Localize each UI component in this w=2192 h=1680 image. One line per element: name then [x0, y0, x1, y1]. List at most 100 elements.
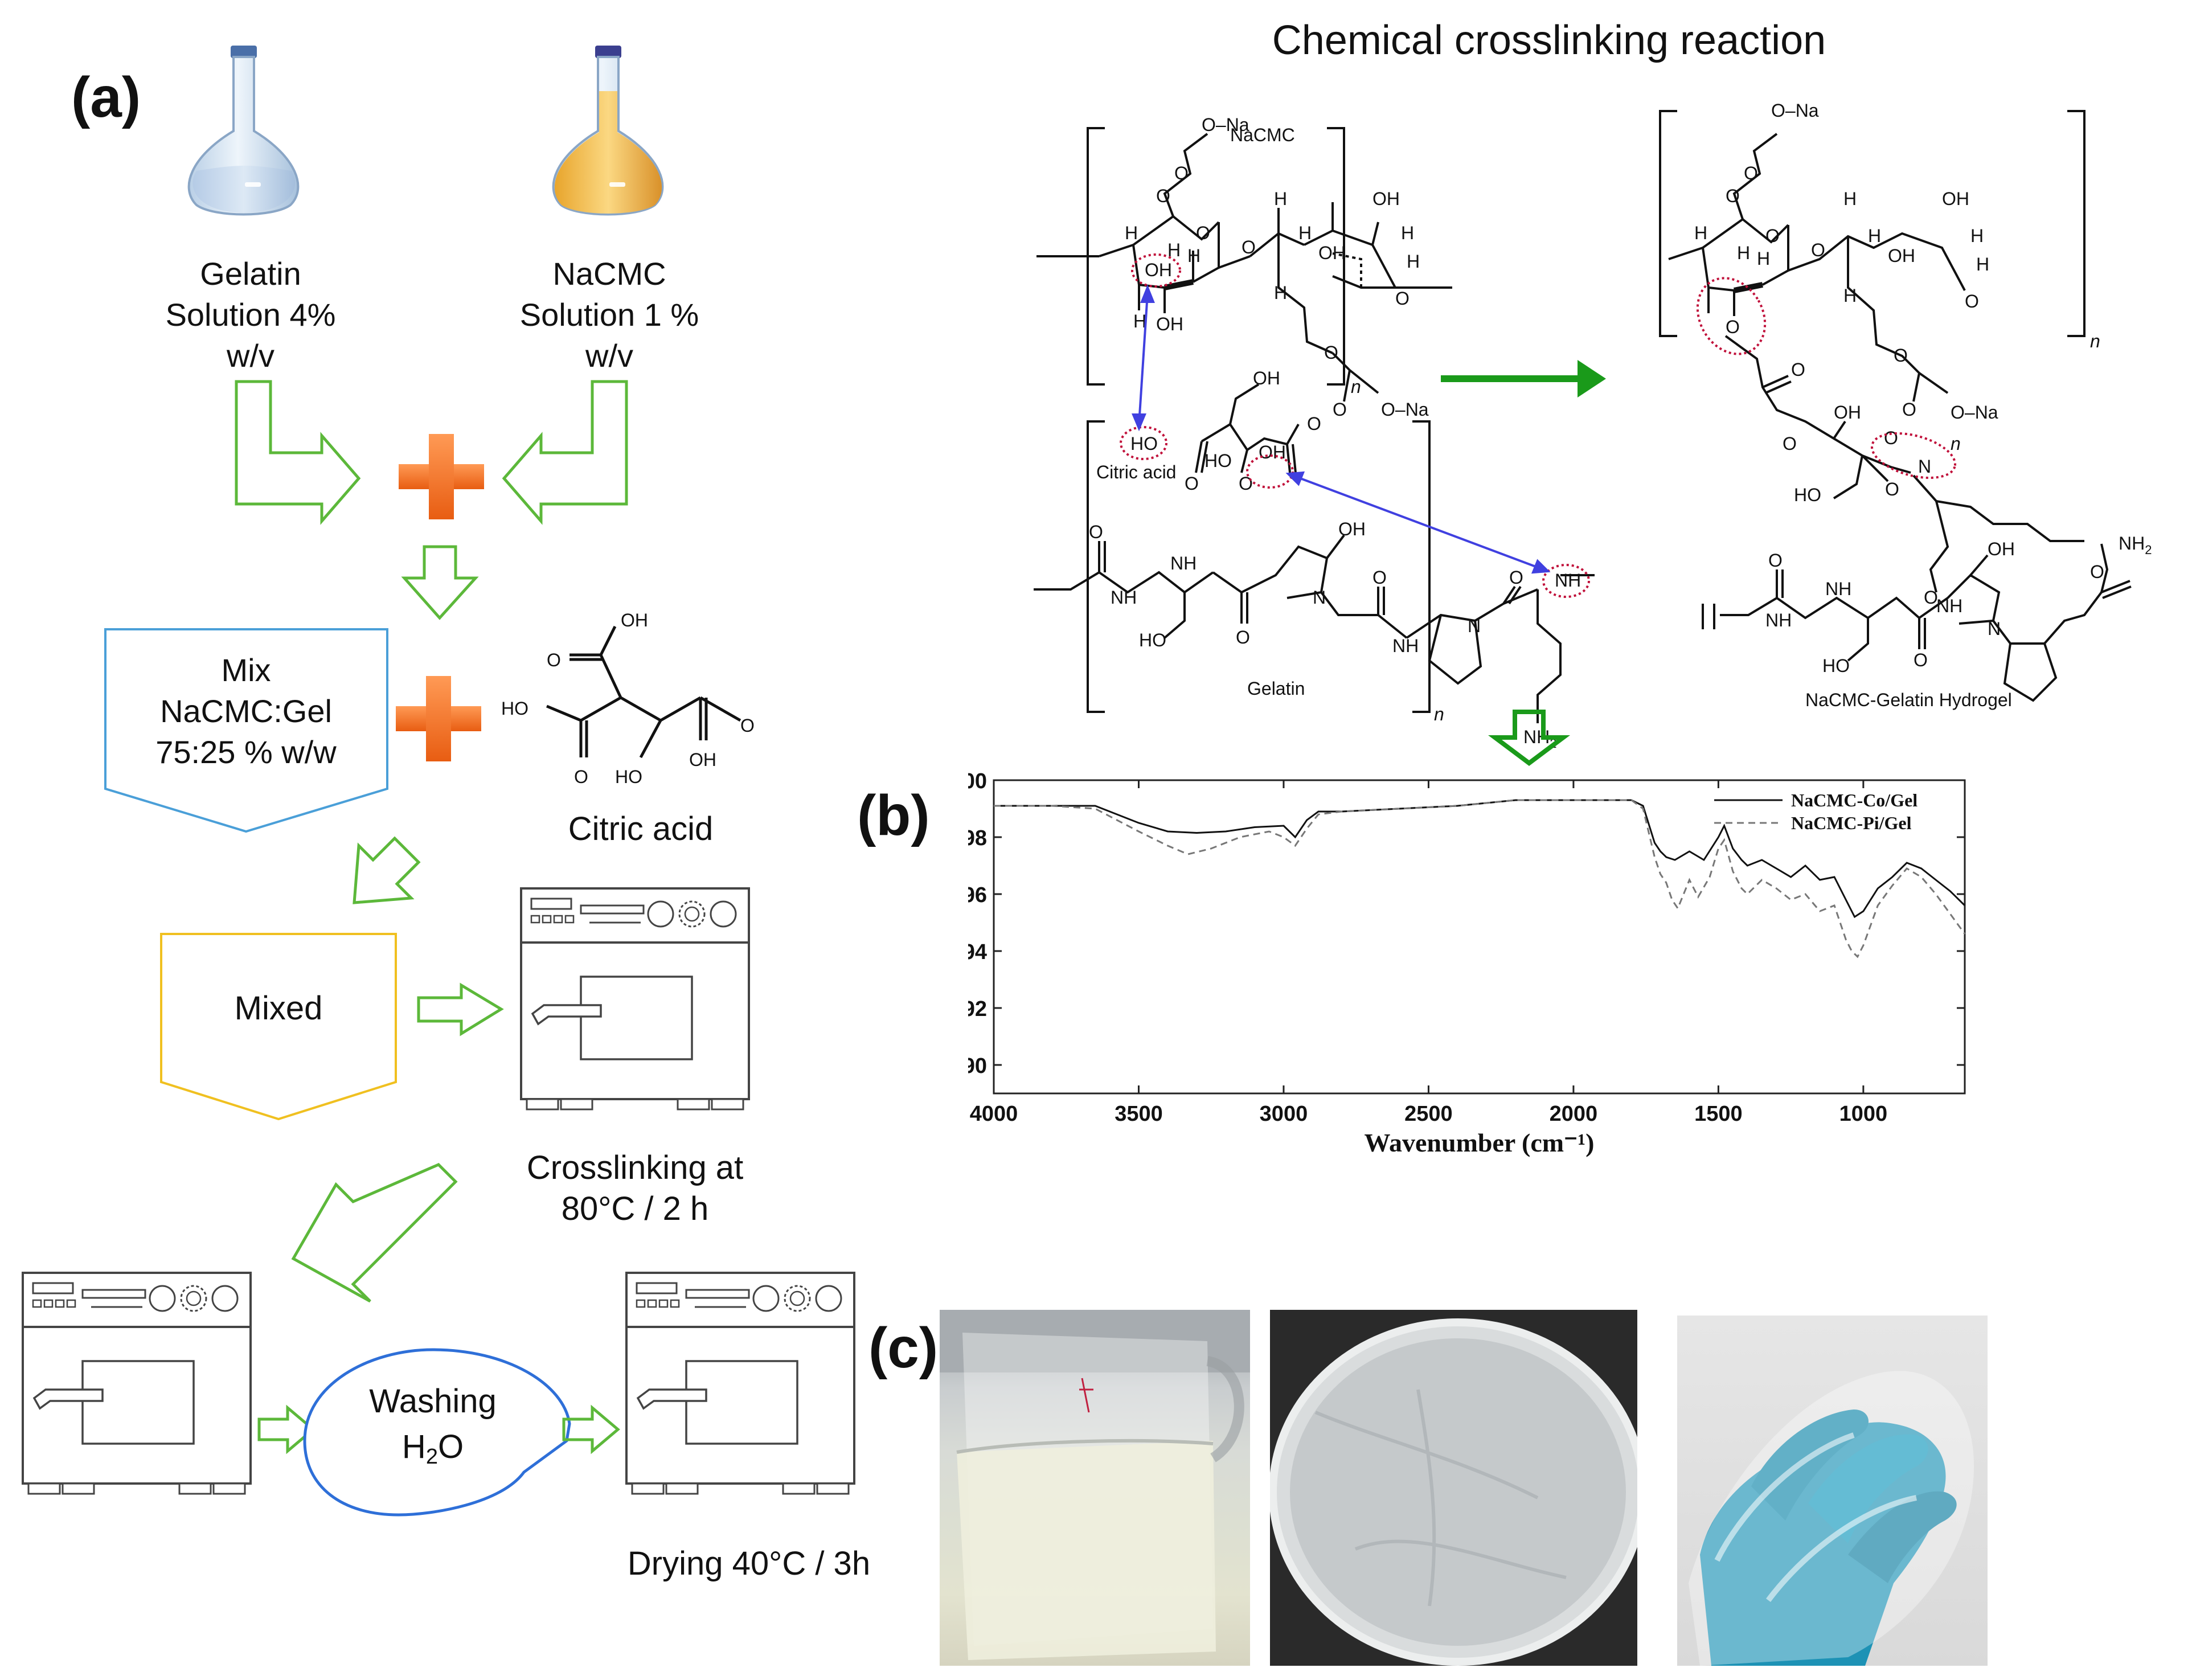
series-line-0 [994, 799, 1966, 919]
svg-text:NH: NH [1170, 553, 1197, 573]
citric-o-left: O [574, 767, 588, 787]
svg-text:O: O [1242, 237, 1256, 257]
hydrogel-label: NaCMC-Gelatin Hydrogel [1805, 690, 2012, 710]
oven1-caption-line1: Crosslinking at [527, 1149, 743, 1186]
nacmc-flask-icon [552, 46, 664, 216]
svg-text:O: O [1372, 567, 1387, 588]
svg-text:O: O [1307, 413, 1321, 434]
nacmc-label: NaCMC [1230, 125, 1295, 145]
svg-text:O: O [1884, 428, 1898, 448]
panel-b-label: (b) [857, 784, 930, 847]
svg-text:O: O [1726, 317, 1740, 337]
svg-text:H: H [1125, 223, 1138, 243]
oven1-caption-line2: 80°C / 2 h [562, 1190, 709, 1227]
svg-text:N: N [1918, 456, 1931, 477]
diagonal-arrow-icon [353, 836, 421, 904]
citric-oh-top: OH [621, 610, 648, 630]
photo-beaker-gel [940, 1310, 1250, 1666]
x-tick-label: 2500 [1404, 1102, 1453, 1126]
svg-text:O: O [1744, 163, 1758, 183]
svg-text:OH: OH [1145, 260, 1172, 280]
hydrogel-n-top: n [2090, 331, 2100, 351]
svg-text:N: N [1468, 616, 1481, 636]
reaction-arrow-icon [1441, 360, 1606, 398]
small-right-arrow-icon [257, 1404, 316, 1454]
svg-text:OH: OH [1988, 539, 2015, 559]
x-tick-label: 1000 [1839, 1102, 1888, 1126]
washing-line2: H2O [402, 1428, 464, 1469]
legend-label-1: NaCMC-Pi/Gel [1791, 813, 1912, 833]
svg-text:O–Na: O–Na [1951, 402, 1998, 423]
elbow-arrow-left-icon [235, 380, 361, 525]
svg-text:O–Na: O–Na [1202, 114, 1249, 135]
highlight-oh-1 [1131, 253, 1181, 288]
svg-text:O: O [1726, 186, 1740, 206]
washing-bubble [303, 1348, 571, 1517]
mixed-box [160, 933, 397, 1121]
svg-text:O: O [1765, 226, 1780, 246]
highlight-ester-1 [1696, 277, 1767, 355]
photo-hydrogel-plate [1270, 1310, 1637, 1666]
panel-a-label: (a) [71, 65, 141, 129]
svg-text:O: O [1894, 345, 1908, 366]
svg-text:N: N [1988, 618, 2001, 639]
oven-icon-drying [625, 1272, 855, 1495]
svg-text:O: O [2090, 562, 2104, 582]
svg-text:H: H [1868, 226, 1881, 246]
svg-text:H: H [1274, 282, 1287, 303]
svg-text:OH: OH [1259, 442, 1286, 462]
down-arrow-icon [401, 545, 479, 620]
svg-text:NH: NH [1392, 636, 1419, 656]
svg-text:H: H [1133, 311, 1146, 331]
y-tick-label: 90 [968, 1054, 987, 1078]
down-arrow-to-ftir-icon [1488, 710, 1570, 766]
x-tick-label: 4000 [970, 1102, 1018, 1126]
svg-text:O: O [1236, 627, 1250, 648]
panel-a-flow: (a) Gelatin Solution 4% w/v NaCMC Soluti… [22, 46, 870, 1582]
svg-text:H: H [1970, 226, 1984, 246]
reaction-title: Chemical crosslinking reaction [1272, 18, 1826, 63]
x-tick-label: 1500 [1694, 1102, 1743, 1126]
citric-acid-caption: Citric acid [568, 810, 714, 847]
svg-text:H: H [1401, 223, 1414, 243]
oven-icon-washing [22, 1272, 252, 1495]
gelatin-n: n [1434, 704, 1444, 724]
plot-frame [993, 779, 1966, 1095]
svg-text:O: O [1156, 186, 1170, 206]
mix-box-line1: Mix [221, 652, 271, 688]
highlight-amide [1870, 432, 1957, 479]
panel-c-label: (c) [868, 1316, 939, 1380]
y-tick-label: 92 [968, 997, 987, 1021]
hydrogel-atoms: O–Na O O O H H H O O H H OH OH H H O H O… [1694, 100, 2152, 676]
gelatin-atoms: OH O HO O HO OH O O NH NH HO O OH N O NH… [1089, 368, 1581, 751]
x-tick-label: 3000 [1260, 1102, 1308, 1126]
svg-text:O: O [1791, 359, 1805, 380]
svg-text:OH: OH [1834, 402, 1861, 423]
nacmc-atoms: O–Na O O O H H OH H OH H O H H OH OH H H… [1125, 114, 1429, 420]
svg-text:H: H [1737, 243, 1750, 263]
svg-text:O: O [1914, 650, 1928, 670]
svg-text:O: O [1768, 550, 1783, 571]
highlight-oh-citric [1246, 454, 1294, 489]
y-tick-label: 100 [968, 769, 987, 793]
citric-o-top: O [547, 650, 561, 670]
svg-text:OH: OH [1942, 189, 1969, 209]
photo-hydrogel-glove [1677, 1316, 1988, 1666]
x-tick-label: 2000 [1550, 1102, 1598, 1126]
svg-text:O–Na: O–Na [1381, 399, 1429, 420]
svg-text:H: H [1298, 223, 1312, 243]
svg-text:NH: NH [1936, 596, 1962, 616]
svg-text:O: O [1239, 473, 1253, 494]
svg-text:HO: HO [1794, 485, 1821, 505]
link-arrows [1132, 284, 1551, 574]
big-diagonal-arrow-icon [291, 1163, 458, 1303]
elbow-arrow-right-icon [502, 380, 628, 525]
svg-text:H: H [1976, 254, 1989, 274]
citric-acid-structure [546, 625, 741, 759]
svg-text:OH: OH [1156, 314, 1183, 334]
gelatin-label: Gelatin [1247, 678, 1305, 699]
svg-text:O: O [1324, 342, 1338, 363]
citric-label-reaction: Citric acid [1096, 462, 1176, 482]
series-line-1 [994, 799, 1966, 958]
svg-text:H: H [1407, 251, 1420, 272]
